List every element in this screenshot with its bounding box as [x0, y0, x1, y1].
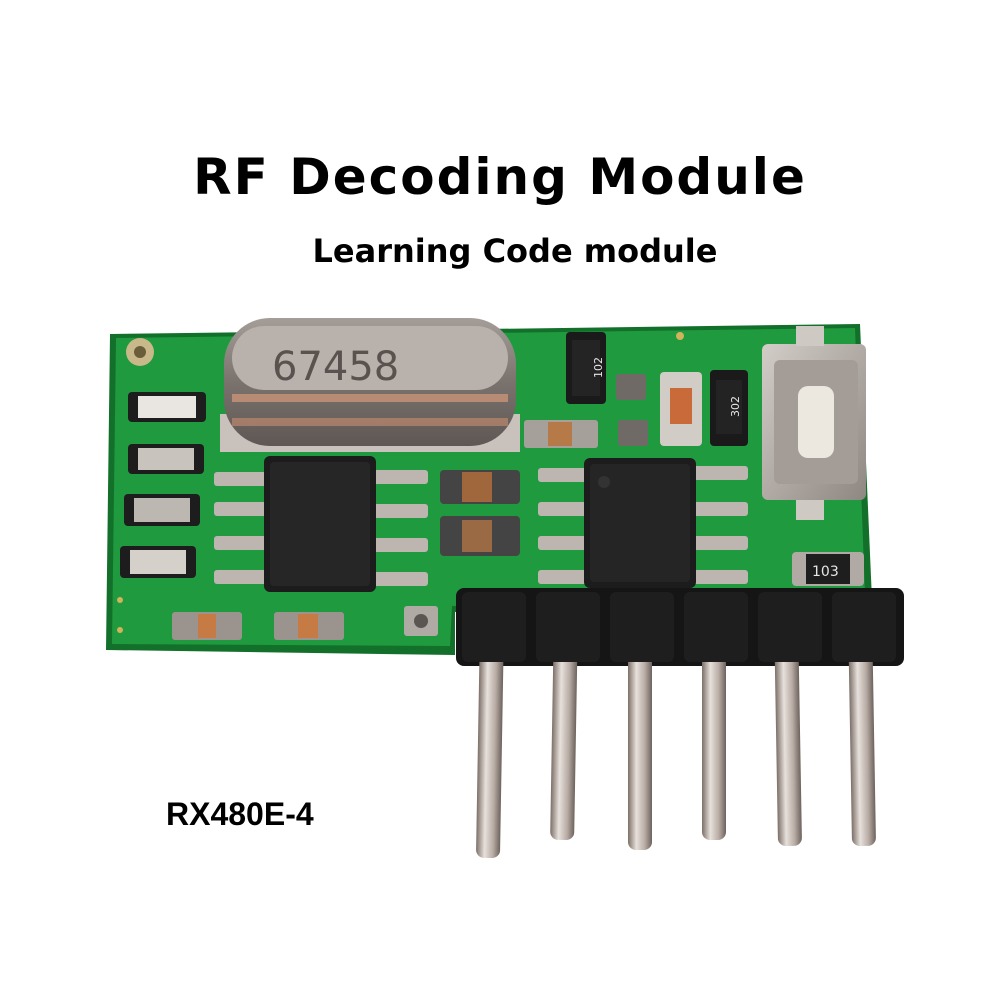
pin-header — [456, 588, 904, 859]
model-label: RX480E-4 — [166, 796, 314, 832]
crystal-marking: 67458 — [272, 344, 399, 390]
tactile-button — [762, 326, 866, 520]
pin-header-blocks — [462, 592, 896, 662]
crystal-oscillator: 67458 — [220, 318, 520, 452]
header-pins — [476, 613, 876, 859]
pcb-vias — [117, 332, 684, 633]
ic-chip-left — [214, 456, 428, 592]
page-subtitle: Learning Code module — [312, 232, 718, 270]
smd-components-left — [120, 392, 438, 640]
resistor-label-3: 103 — [812, 564, 839, 580]
smd-components-top-right: 102 302 — [566, 332, 748, 446]
ic-chip-right — [538, 458, 748, 588]
smd-resistor-103: 103 — [792, 552, 864, 586]
page-title: RF Decoding Module — [193, 148, 807, 206]
resistor-label-1: 102 — [592, 357, 605, 378]
mounting-pad — [126, 338, 154, 366]
smd-components-middle — [440, 420, 598, 556]
resistor-label-2: 302 — [729, 396, 742, 417]
